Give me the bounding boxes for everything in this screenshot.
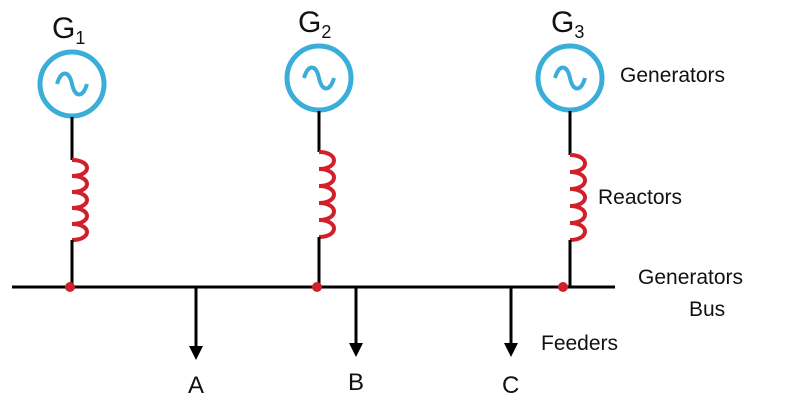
- generator-branch-g1: G1: [37, 12, 107, 292]
- generator-g2-label: G2: [298, 6, 331, 42]
- junction-dot-g1: [65, 282, 75, 292]
- generator-g3-label: G3: [551, 6, 584, 42]
- reactor-coil-g1: [71, 158, 89, 242]
- ac-sine-icon: [302, 65, 336, 91]
- ac-sine-icon: [55, 71, 89, 97]
- feeder-b-arrowhead: [349, 343, 363, 357]
- feeder-b-label: B: [348, 369, 364, 396]
- generator-branch-g3: G3: [535, 6, 605, 292]
- reactor-coil-g2: [318, 150, 336, 239]
- reactor-coil-g3: [569, 153, 587, 242]
- junction-dot-g3: [558, 282, 568, 292]
- feeder-a-arrowhead: [189, 346, 203, 360]
- generators-label: Generators: [620, 64, 725, 87]
- junction-dot-g2: [312, 282, 322, 292]
- generators-bus-label-line2: Bus: [689, 298, 725, 321]
- generator-branch-g2: G2: [284, 6, 354, 292]
- feeder-b: B: [348, 287, 364, 396]
- feeder-a-label: A: [188, 372, 204, 399]
- generator-g1-label: G1: [52, 12, 85, 48]
- feeder-a: A: [188, 287, 204, 399]
- feeder-c: C: [502, 287, 519, 399]
- feeders-label: Feeders: [541, 332, 618, 355]
- ac-sine-icon: [553, 65, 587, 91]
- generators-bus-label-line1: Generators: [638, 266, 743, 289]
- reactors-label: Reactors: [598, 186, 682, 209]
- feeder-c-label: C: [502, 372, 519, 399]
- feeder-c-arrowhead: [504, 343, 518, 357]
